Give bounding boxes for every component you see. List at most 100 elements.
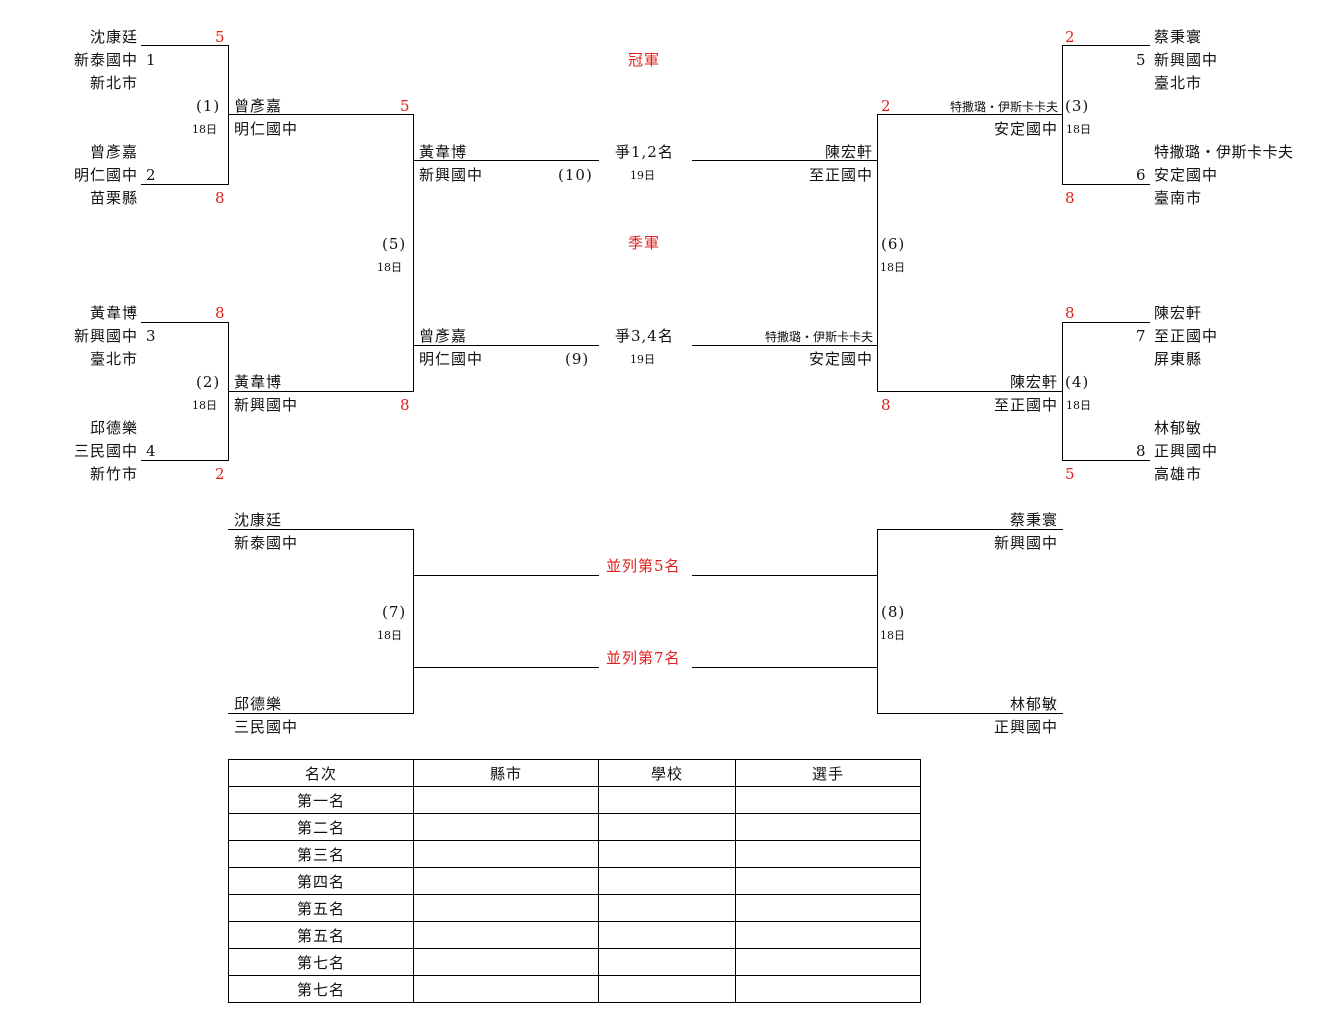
table-row: 第五名 bbox=[228, 921, 921, 949]
player-cell[interactable] bbox=[735, 867, 921, 895]
player-cell[interactable] bbox=[735, 813, 921, 841]
match-number: (2) bbox=[196, 373, 221, 391]
line bbox=[228, 529, 414, 530]
school-cell[interactable] bbox=[598, 975, 736, 1003]
player-city: 苗栗縣 bbox=[89, 189, 138, 207]
school-cell[interactable] bbox=[598, 894, 736, 922]
player-name: 蔡秉寰 bbox=[1154, 28, 1203, 46]
line bbox=[877, 529, 1063, 530]
match-day: 18日 bbox=[377, 629, 402, 642]
consolation-name: 邱德樂 bbox=[234, 695, 283, 713]
player-score: 2 bbox=[1065, 28, 1076, 46]
winner-score: 8 bbox=[881, 396, 892, 414]
rank-cell: 第一名 bbox=[228, 786, 414, 814]
city-cell[interactable] bbox=[413, 975, 599, 1003]
fifth-label: 並列第5名 bbox=[606, 557, 681, 575]
school-cell[interactable] bbox=[598, 948, 736, 976]
match-day: 18日 bbox=[377, 261, 402, 274]
line bbox=[141, 184, 229, 185]
match-number: (8) bbox=[881, 603, 906, 621]
line bbox=[413, 160, 599, 161]
city-cell[interactable] bbox=[413, 813, 599, 841]
rank-cell: 第七名 bbox=[228, 975, 414, 1003]
table-header-row: 名次 縣市 學校 選手 bbox=[228, 759, 921, 787]
consolation-school: 正興國中 bbox=[993, 718, 1058, 736]
line bbox=[1062, 45, 1150, 46]
city-cell[interactable] bbox=[413, 948, 599, 976]
player-cell[interactable] bbox=[735, 894, 921, 922]
school-cell[interactable] bbox=[598, 786, 736, 814]
winner-name: 曾彥嘉 bbox=[234, 97, 283, 115]
player-cell[interactable] bbox=[735, 840, 921, 868]
school-cell[interactable] bbox=[598, 921, 736, 949]
consolation-school: 三民國中 bbox=[234, 718, 299, 736]
match-day: 18日 bbox=[192, 123, 217, 136]
line bbox=[141, 322, 229, 323]
school-cell[interactable] bbox=[598, 840, 736, 868]
champion-label: 冠軍 bbox=[628, 51, 661, 69]
city-cell[interactable] bbox=[413, 894, 599, 922]
table-row: 第二名 bbox=[228, 813, 921, 841]
table-row: 第一名 bbox=[228, 786, 921, 814]
line bbox=[413, 345, 599, 346]
city-cell[interactable] bbox=[413, 867, 599, 895]
player-score: 8 bbox=[215, 189, 226, 207]
player-school: 新泰國中 bbox=[73, 51, 138, 69]
line bbox=[413, 114, 414, 392]
consolation-school: 新興國中 bbox=[993, 534, 1058, 552]
line bbox=[877, 114, 878, 392]
header-player: 選手 bbox=[735, 759, 921, 787]
winner-score: 5 bbox=[400, 97, 411, 115]
player-cell[interactable] bbox=[735, 948, 921, 976]
final-12-day: 19日 bbox=[630, 169, 655, 182]
finalist-name: 特撒璐‧伊斯卡卡夫 bbox=[764, 330, 873, 344]
player-cell[interactable] bbox=[735, 786, 921, 814]
match-day: 18日 bbox=[1066, 123, 1091, 136]
match-number: (1) bbox=[196, 97, 221, 115]
match-day: 18日 bbox=[192, 399, 217, 412]
match-day: 18日 bbox=[880, 629, 905, 642]
player-city: 臺南市 bbox=[1154, 189, 1203, 207]
line bbox=[141, 45, 229, 46]
ranking-table: 名次 縣市 學校 選手 第一名 第二名 第三名 第四名 第五名 第五名 第七名 … bbox=[228, 759, 921, 1003]
rank-cell: 第七名 bbox=[228, 948, 414, 976]
consolation-name: 沈康廷 bbox=[234, 511, 283, 529]
line bbox=[692, 667, 878, 668]
player-school: 明仁國中 bbox=[73, 166, 138, 184]
header-school: 學校 bbox=[598, 759, 736, 787]
player-cell[interactable] bbox=[735, 975, 921, 1003]
match-day: 18日 bbox=[1066, 399, 1091, 412]
match-day: 18日 bbox=[880, 261, 905, 274]
player-name: 黃韋博 bbox=[89, 304, 138, 322]
player-seed: 4 bbox=[146, 442, 157, 460]
player-school: 至正國中 bbox=[1154, 327, 1219, 345]
consolation-name: 蔡秉寰 bbox=[1009, 511, 1058, 529]
player-seed: 7 bbox=[1136, 327, 1147, 345]
match-number: (5) bbox=[382, 235, 407, 253]
final-12-label: 爭1,2名 bbox=[615, 143, 674, 161]
player-school: 三民國中 bbox=[73, 442, 138, 460]
player-score: 8 bbox=[215, 304, 226, 322]
line bbox=[877, 713, 1063, 714]
player-cell[interactable] bbox=[735, 921, 921, 949]
winner-name: 陳宏軒 bbox=[1009, 373, 1058, 391]
final-34-day: 19日 bbox=[630, 353, 655, 366]
line bbox=[692, 160, 878, 161]
table-row: 第五名 bbox=[228, 894, 921, 922]
match-number: (7) bbox=[382, 603, 407, 621]
school-cell[interactable] bbox=[598, 813, 736, 841]
winner-school: 至正國中 bbox=[993, 396, 1058, 414]
city-cell[interactable] bbox=[413, 840, 599, 868]
match-number: (6) bbox=[881, 235, 906, 253]
player-name: 邱德樂 bbox=[89, 419, 138, 437]
school-cell[interactable] bbox=[598, 867, 736, 895]
player-name: 林郁敏 bbox=[1154, 419, 1203, 437]
winner-name: 黃韋博 bbox=[234, 373, 283, 391]
rank-cell: 第三名 bbox=[228, 840, 414, 868]
player-seed: 8 bbox=[1136, 442, 1147, 460]
city-cell[interactable] bbox=[413, 786, 599, 814]
player-seed: 5 bbox=[1136, 51, 1147, 69]
city-cell[interactable] bbox=[413, 921, 599, 949]
winner-score: 2 bbox=[881, 97, 892, 115]
line bbox=[413, 667, 599, 668]
